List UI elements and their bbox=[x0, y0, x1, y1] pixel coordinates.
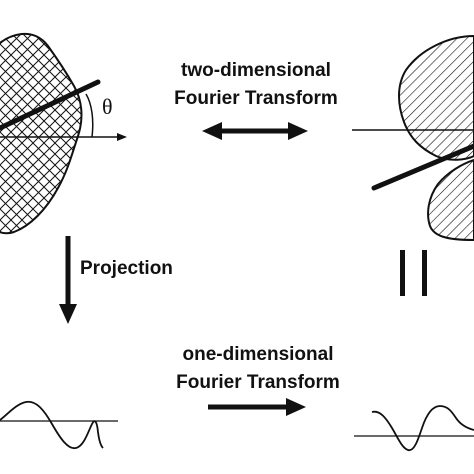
bottom-label-line2: Fourier Transform bbox=[176, 372, 340, 393]
ft1d-curve bbox=[371, 405, 474, 452]
ft-lobe-upper bbox=[398, 34, 474, 161]
waveform-curve bbox=[0, 400, 104, 450]
ft-lobe-lower bbox=[427, 158, 474, 242]
angle-arc bbox=[85, 93, 94, 138]
top-label-line1: two-dimensional bbox=[181, 60, 331, 81]
single-arrow bbox=[208, 398, 306, 416]
projection-waveform bbox=[0, 400, 118, 450]
projection-arrow bbox=[59, 236, 77, 324]
double-arrow bbox=[202, 122, 308, 140]
ft-slice-line bbox=[371, 143, 474, 191]
fourier-1d-waveform bbox=[354, 405, 474, 452]
object-2d: θ bbox=[0, 32, 127, 235]
object-blob bbox=[0, 32, 83, 235]
axis-arrowhead bbox=[117, 133, 127, 141]
projection-label: Projection bbox=[80, 258, 173, 279]
slice-line bbox=[0, 79, 101, 131]
equals-sign bbox=[400, 250, 427, 296]
theta-label: θ bbox=[102, 94, 113, 119]
bottom-label-line1: one-dimensional bbox=[183, 344, 334, 365]
fourier-2d bbox=[352, 34, 474, 242]
top-label-line2: Fourier Transform bbox=[174, 88, 338, 109]
